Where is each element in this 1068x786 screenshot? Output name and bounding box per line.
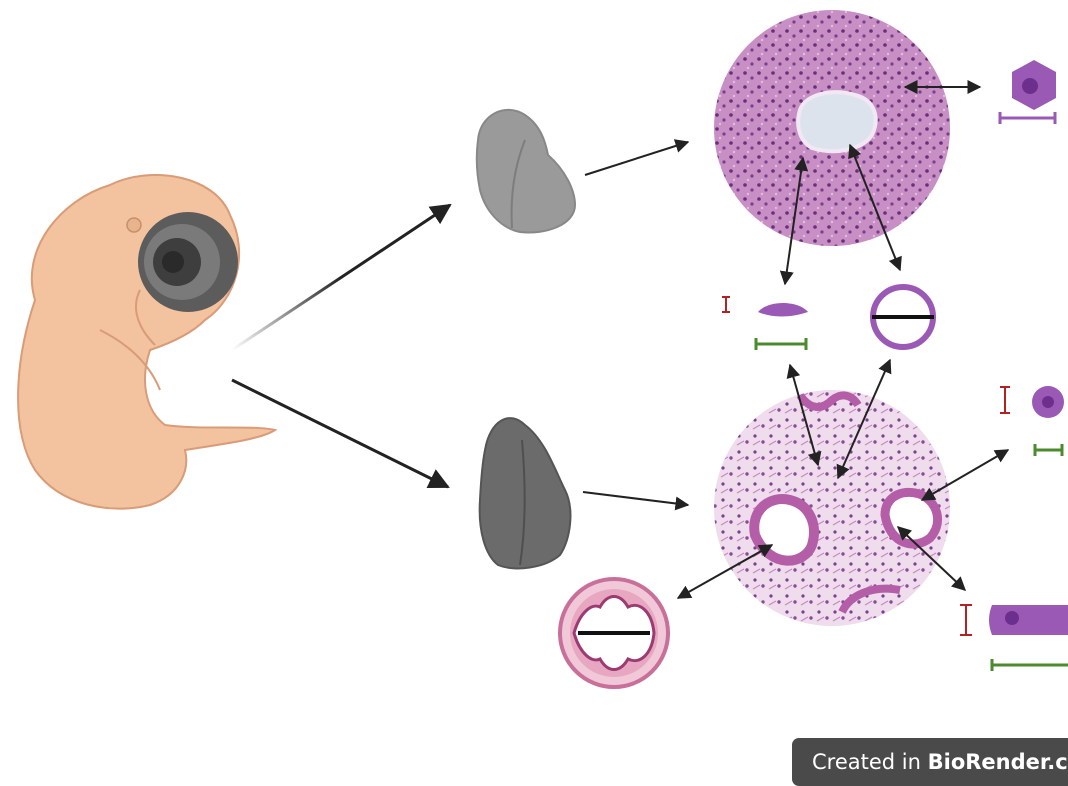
cell-round-icon xyxy=(1000,386,1064,456)
arrow-lower-organ-to-histology xyxy=(583,492,688,505)
biorender-credit-badge[interactable]: Created in BioRender.co xyxy=(792,738,1068,786)
histology-top xyxy=(714,10,950,246)
credit-prefix: Created in xyxy=(812,750,928,774)
cell-flat-icon xyxy=(722,297,808,350)
organ-lower xyxy=(480,418,571,568)
organ-upper xyxy=(477,110,575,233)
cell-tubular-icon xyxy=(560,579,668,687)
arrow-to-upper-organ xyxy=(232,205,450,350)
embryo-illustration xyxy=(18,175,275,509)
cell-columnar-icon xyxy=(960,605,1068,671)
cell-hepatocyte-icon xyxy=(1000,60,1056,124)
arrow-upper-organ-to-histology xyxy=(585,142,688,175)
histology-bottom xyxy=(714,390,950,626)
credit-brand: BioRender.co xyxy=(928,750,1068,774)
cell-ring-icon xyxy=(872,287,934,347)
